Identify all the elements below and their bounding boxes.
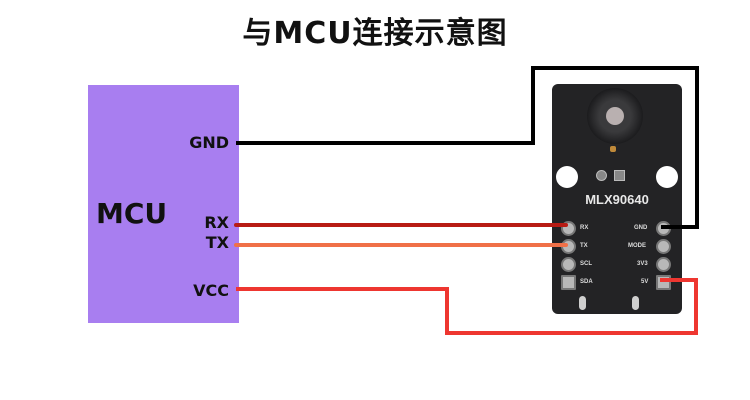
led-indicator	[610, 146, 616, 152]
pad-label-sda: SDA	[580, 279, 593, 285]
pad-label-tx: TX	[580, 243, 588, 249]
pad-label-rx: RX	[580, 225, 589, 231]
mcu-pin-gnd: GND	[189, 133, 229, 152]
mcu-pin-tx: TX	[205, 233, 229, 252]
pad-mode	[656, 239, 671, 254]
board-slot-right	[632, 296, 639, 310]
mcu-pin-vcc: VCC	[193, 281, 229, 300]
mlx90640-module: MLX90640 RX TX SCL SDA GND MODE 3V3 5V	[552, 84, 682, 314]
smd-component	[596, 170, 607, 181]
pad-sda	[561, 275, 576, 290]
mcu-label: MCU	[96, 197, 168, 230]
pad-label-mode: MODE	[628, 243, 646, 249]
mount-hole-right	[656, 166, 678, 188]
board-slot-left	[579, 296, 586, 310]
module-model-label: MLX90640	[585, 192, 649, 207]
pad-label-gnd: GND	[634, 225, 648, 231]
pad-label-3v3: 3V3	[637, 261, 648, 267]
pad-3v3	[656, 257, 671, 272]
pad-label-scl: SCL	[580, 261, 592, 267]
mcu-pin-rx: RX	[204, 213, 229, 232]
sensor-lens	[587, 88, 643, 144]
smd-component	[614, 170, 625, 181]
pad-label-5v: 5V	[641, 279, 649, 285]
pad-scl	[561, 257, 576, 272]
mcu-block: MCU GND RX TX VCC	[88, 85, 239, 323]
diagram-title: 与MCU连接示意图	[242, 16, 508, 51]
mount-hole-left	[556, 166, 578, 188]
wire-vcc	[236, 278, 698, 335]
wire-gnd	[236, 66, 699, 229]
